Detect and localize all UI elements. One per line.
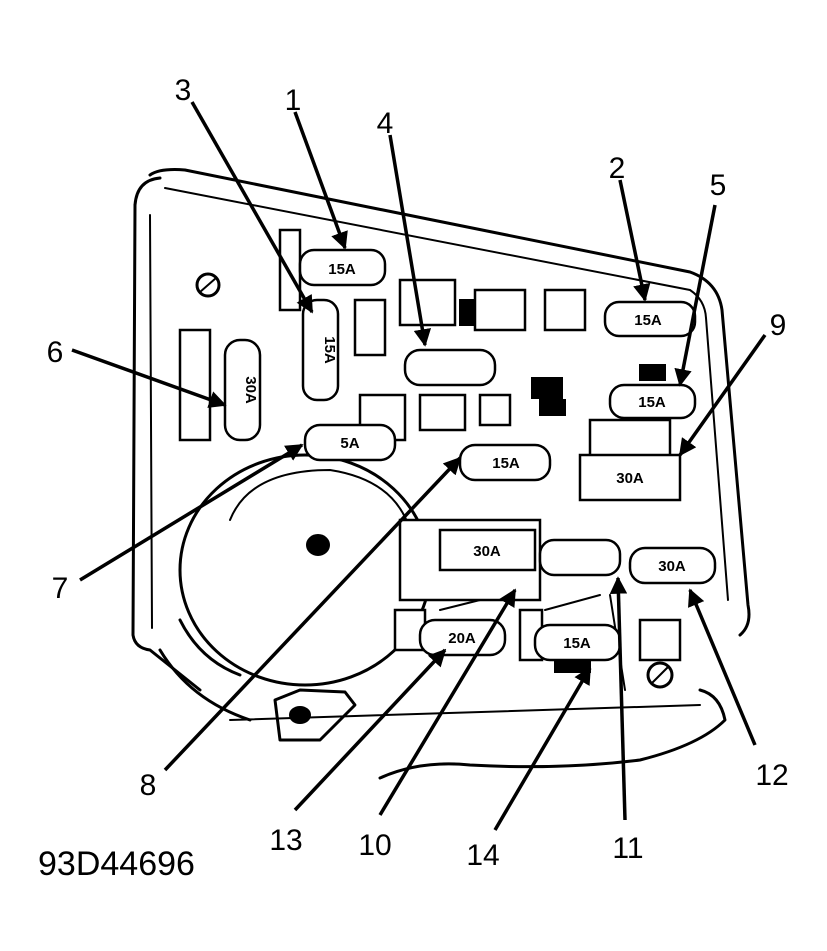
leader-5 xyxy=(674,204,717,387)
fuse-9: 30A xyxy=(578,453,682,502)
fuse-6: 30A xyxy=(223,338,262,442)
fuse-12: 30A xyxy=(628,546,717,585)
leader-1 xyxy=(293,111,348,250)
fuse-9-rating: 30A xyxy=(616,470,644,487)
figure-id: 93D44696 xyxy=(38,845,195,883)
bottom-bracket xyxy=(273,688,357,742)
callout-14: 14 xyxy=(466,839,499,872)
leader-6 xyxy=(71,348,227,408)
leader-14 xyxy=(493,666,592,831)
fuse-8-rating: 15A xyxy=(492,455,520,472)
mounting-screw-top xyxy=(195,272,221,298)
fuse-5-rating: 15A xyxy=(638,394,666,411)
leader-12 xyxy=(688,588,757,746)
callout-1: 1 xyxy=(285,84,302,117)
round-flasher-unit xyxy=(178,453,432,687)
leader-2 xyxy=(618,179,651,302)
fuse-13-rating: 20A xyxy=(448,630,476,647)
fuse-14: 15A xyxy=(533,623,622,662)
fuse-6-rating: 30A xyxy=(242,376,259,404)
callout-9: 9 xyxy=(770,309,787,342)
fuse-14-rating: 15A xyxy=(563,635,591,652)
leader-lines xyxy=(71,101,767,831)
fuse-4 xyxy=(403,348,497,387)
callout-12: 12 xyxy=(755,759,788,792)
mounting-screw-bottom-right xyxy=(646,661,674,689)
fuse-13: 20A xyxy=(418,618,507,657)
callout-8: 8 xyxy=(140,769,157,802)
fuse-1-rating: 15A xyxy=(328,261,356,278)
callout-numbers: 1 2 3 4 5 6 7 8 9 10 11 12 13 14 xyxy=(47,74,789,872)
callout-6: 6 xyxy=(47,336,64,369)
callout-7: 7 xyxy=(52,572,69,605)
fuse-7: 5A xyxy=(303,423,397,462)
fuse-10: 30A xyxy=(438,528,537,572)
leader-7 xyxy=(79,443,304,582)
fuse-12-rating: 30A xyxy=(658,558,686,575)
leader-3 xyxy=(190,101,314,314)
callout-5: 5 xyxy=(710,169,727,202)
callout-4: 4 xyxy=(377,107,394,140)
fuse-3: 15A xyxy=(301,298,340,402)
fuse-2-rating: 15A xyxy=(634,312,662,329)
leader-4 xyxy=(388,134,432,347)
fuse-5: 15A xyxy=(608,383,697,420)
callout-2: 2 xyxy=(609,152,626,185)
fuse-10-rating: 30A xyxy=(473,543,501,560)
fuse-2: 15A xyxy=(603,300,697,338)
callout-3: 3 xyxy=(175,74,192,107)
callout-11: 11 xyxy=(612,832,643,865)
callout-13: 13 xyxy=(269,824,302,857)
fuse-1: 15A xyxy=(298,248,387,287)
leader-9 xyxy=(678,333,767,457)
leader-13 xyxy=(293,648,447,812)
fuse-8: 15A xyxy=(458,443,552,482)
callout-10: 10 xyxy=(358,829,391,862)
leader-10 xyxy=(378,588,517,816)
fuse-3-rating: 15A xyxy=(321,336,338,364)
leader-8 xyxy=(163,456,462,772)
fuse-11 xyxy=(538,538,622,577)
leader-11 xyxy=(609,576,628,821)
fuse-7-rating: 5A xyxy=(340,435,359,452)
